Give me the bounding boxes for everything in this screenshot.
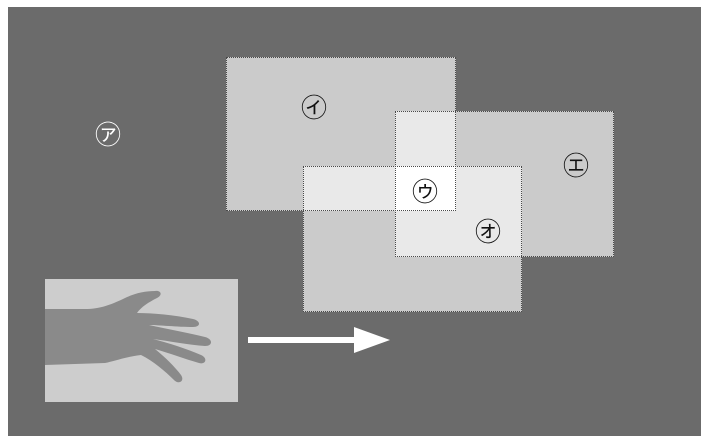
hand-panel xyxy=(45,279,238,402)
hand-icon xyxy=(45,279,238,402)
label-a: ㋐ xyxy=(93,118,123,148)
right-arrow-icon xyxy=(246,325,396,355)
label-e: ㋓ xyxy=(561,149,591,179)
label-i: ㋑ xyxy=(299,91,329,121)
diagram-canvas: ㋐ ㋑ ㋒ ㋓ ㋔ xyxy=(8,7,701,436)
label-o: ㋔ xyxy=(473,215,503,245)
label-u: ㋒ xyxy=(410,175,440,205)
